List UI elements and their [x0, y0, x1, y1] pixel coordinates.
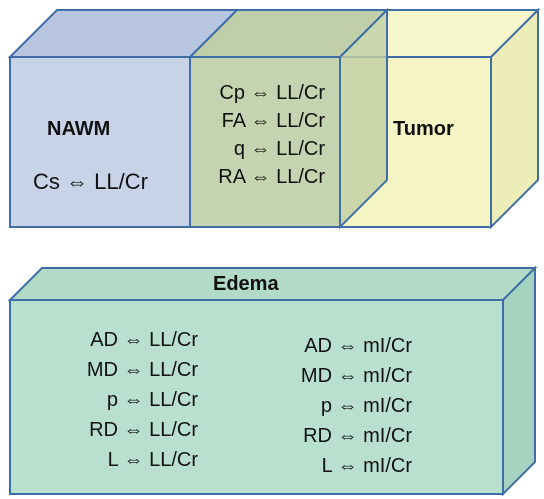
overlap-relations: Cp ⇔ LL/Cr FA ⇔ LL/Cr q ⇔ LL/Cr RA ⇔ LL/…: [190, 79, 325, 191]
nawm-relation: Cs ⇔ LL/Cr: [33, 169, 148, 194]
nawm-title: NAWM: [47, 118, 111, 140]
overlap-relation-item: RA ⇔ LL/Cr: [218, 166, 325, 188]
overlap-relation-item: FA ⇔ LL/Cr: [221, 110, 325, 132]
edema-relation-right-item: L ⇔ mI/Cr: [321, 455, 412, 477]
overlap-relation-item: Cp ⇔ LL/Cr: [219, 82, 325, 104]
edema-relation-right-item: p ⇔ mI/Cr: [320, 395, 412, 417]
nawm-box: [7, 9, 240, 228]
edema-relation-left-item: L ⇔ LL/Cr: [107, 449, 198, 471]
edema-relations-right: AD ⇔ mI/Cr MD ⇔ mI/Cr p ⇔ mI/Cr RD ⇔ mI/…: [260, 331, 412, 481]
edema-relation-left-item: p ⇔ LL/Cr: [106, 389, 198, 411]
edema-relations-left: AD ⇔ LL/Cr MD ⇔ LL/Cr p ⇔ LL/Cr RD ⇔ LL/…: [55, 325, 198, 475]
edema-relation-left-item: AD ⇔ LL/Cr: [90, 329, 198, 351]
edema-relation-right-item: RD ⇔ mI/Cr: [303, 425, 412, 447]
edema-relation-left-item: RD ⇔ LL/Cr: [89, 419, 198, 441]
edema-relation-left-item: MD ⇔ LL/Cr: [86, 359, 198, 381]
overlap-box: [187, 7, 390, 230]
edema-relation-right-item: AD ⇔ mI/Cr: [304, 335, 412, 357]
edema-title: Edema: [213, 273, 279, 295]
edema-box: [7, 265, 538, 497]
overlap-relation-item: q ⇔ LL/Cr: [233, 138, 325, 160]
edema-relation-right-item: MD ⇔ mI/Cr: [300, 365, 412, 387]
tumor-title: Tumor: [393, 118, 454, 140]
